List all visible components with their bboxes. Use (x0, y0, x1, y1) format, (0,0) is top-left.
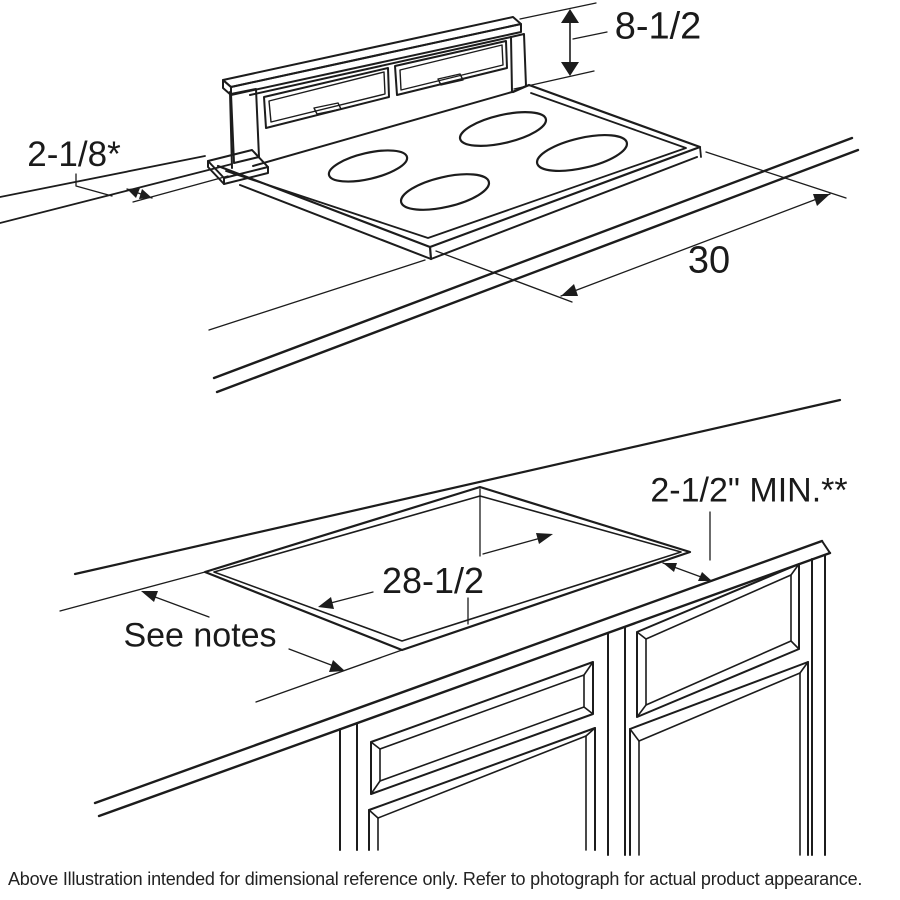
burner-front-right (535, 133, 629, 173)
countertop-edge-lines (0, 136, 860, 394)
dimension-front-min (662, 511, 713, 582)
arrowhead (536, 533, 553, 544)
arrowhead (141, 591, 158, 602)
arrowhead (698, 572, 712, 581)
arrowhead (561, 284, 578, 296)
reference-caption: Above Illustration intended for dimensio… (8, 869, 863, 889)
vent-grille-right (394, 40, 508, 96)
cooktop-isometric-drawing (0, 2, 860, 394)
arrowhead (561, 62, 579, 76)
dimension-label-vent-setback: 2-1/8* (27, 135, 121, 174)
dimension-label-cooktop-width: 30 (687, 239, 731, 282)
arrowhead (329, 660, 345, 672)
counter-back-edge (73, 398, 842, 576)
cabinet-door-panel-left (368, 727, 596, 851)
burner-back-right (458, 111, 548, 147)
cabinet-drawer-panel-right (636, 563, 800, 718)
downdraft-vent (207, 16, 527, 185)
dimension-cutout-width (318, 488, 553, 625)
countertop-surface (59, 398, 842, 818)
cabinet-door-panel-right (629, 661, 809, 856)
dimension-cooktop-width (435, 151, 847, 303)
burner-elements (327, 111, 629, 211)
base-cabinet (339, 554, 826, 856)
arrowhead (127, 188, 140, 198)
counter-front-edge (93, 539, 824, 805)
dimension-vent-setback (75, 173, 229, 203)
dimension-label-cutout-width: 28-1/2 (381, 560, 485, 601)
countertop-cutout-drawing (59, 398, 842, 856)
arrowhead (561, 9, 579, 23)
vent-grille-left-tab (313, 102, 342, 115)
arrowhead (318, 597, 334, 609)
cooktop-surface (216, 83, 702, 261)
dimension-label-vent-height: 8-1/2 (614, 5, 702, 48)
arrowhead (139, 189, 152, 199)
cabinet-drawer-panel-left (370, 661, 594, 795)
burner-front-left (399, 173, 491, 211)
dimension-label-see-notes: See notes (123, 616, 277, 655)
arrowhead (663, 563, 677, 572)
burner-back-left (327, 149, 409, 183)
dimension-label-front-min: 2-1/2" MIN.** (650, 471, 848, 510)
dimension-see-notes (141, 591, 345, 672)
dimension-vent-height (513, 2, 608, 90)
vent-grille-right-tab (437, 73, 464, 86)
vent-grille-left (263, 67, 390, 129)
cutout-opening (203, 485, 692, 652)
arrowhead (813, 194, 830, 206)
